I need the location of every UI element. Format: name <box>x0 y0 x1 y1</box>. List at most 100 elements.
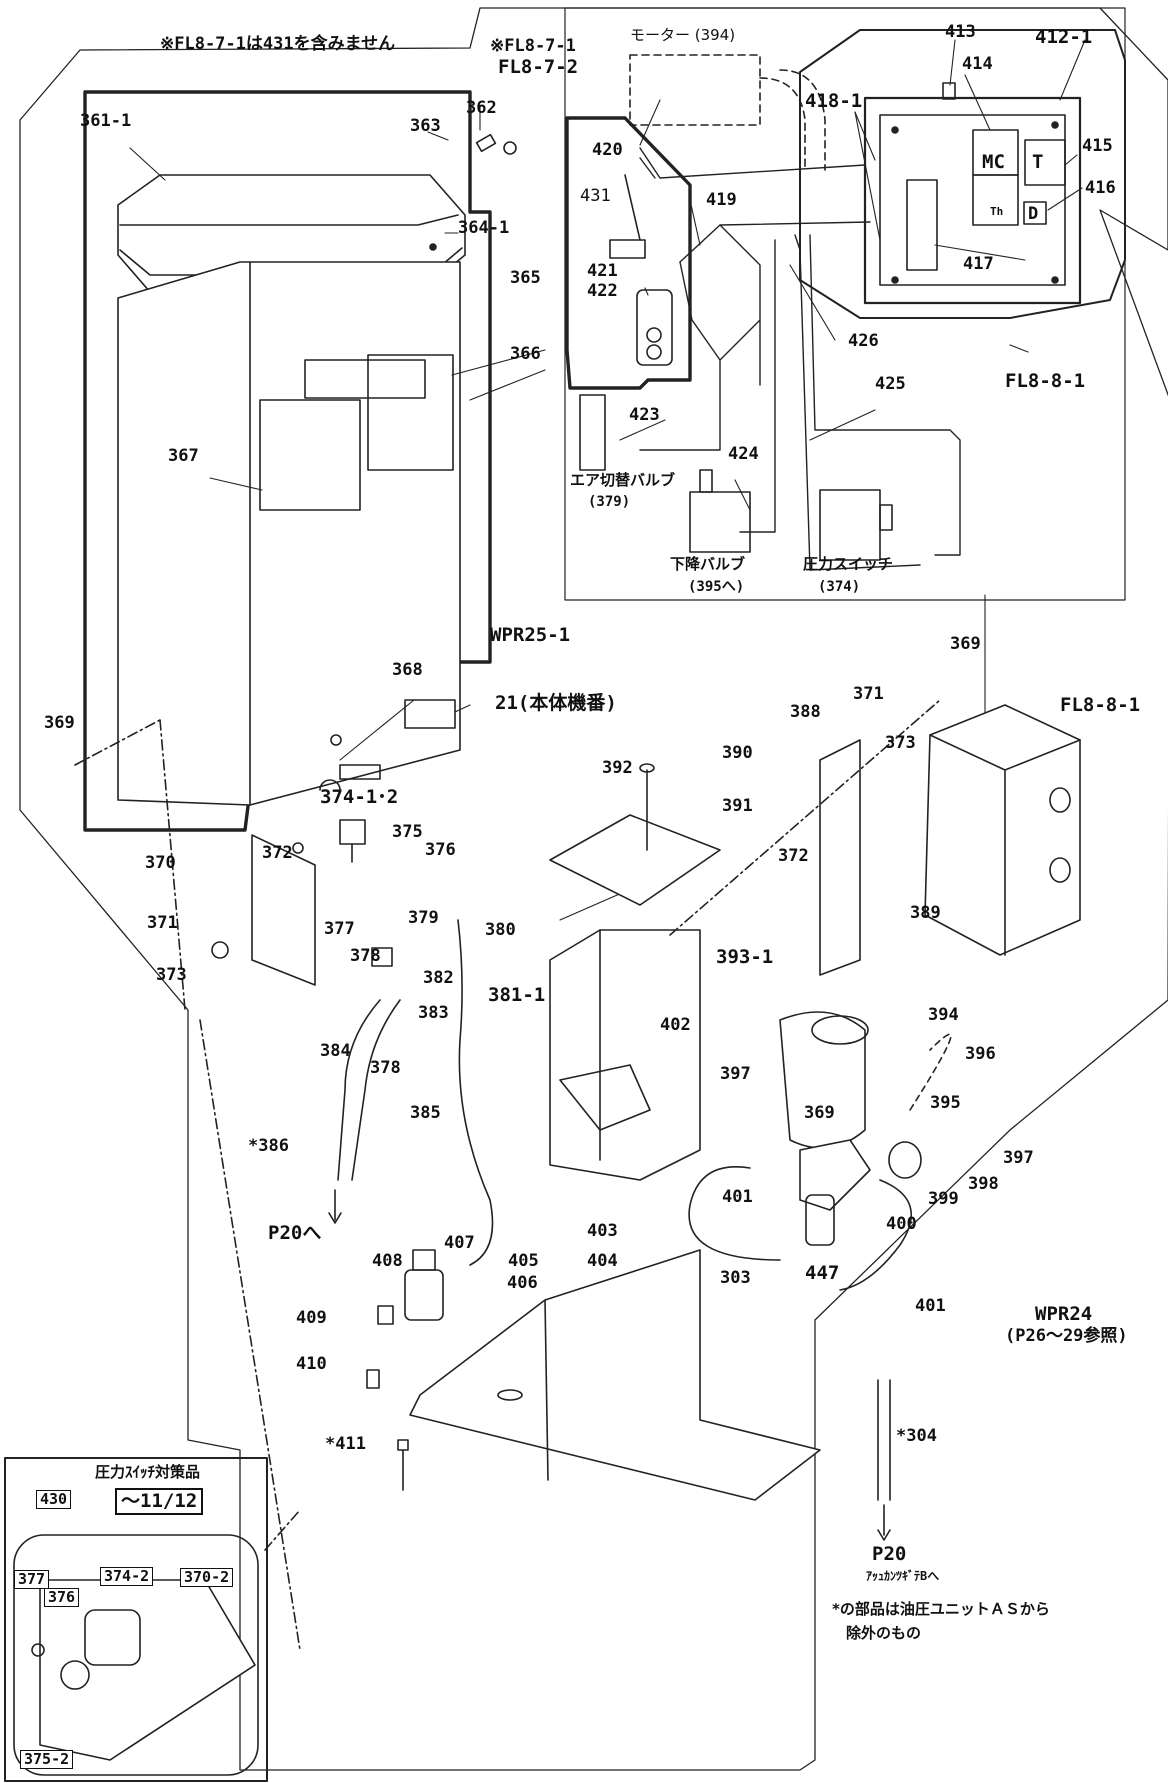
part-406: 406 <box>507 1273 538 1293</box>
part-369-left: 369 <box>44 713 75 733</box>
part-303: 303 <box>720 1268 751 1288</box>
p20-right-sub: ｱｯｭｶﾝﾂｷﾞﾃBへ <box>866 1569 940 1583</box>
control-box-group-outline <box>799 29 1126 319</box>
thermal-relay-label: Th <box>990 205 1004 218</box>
transformer-label: T <box>1032 151 1044 173</box>
inset-part-377: 377 <box>14 1570 50 1589</box>
part-395: 395 <box>930 1093 961 1113</box>
assembly-outline <box>19 7 1168 1771</box>
lid-screws <box>475 133 517 155</box>
part-377: 377 <box>324 919 355 939</box>
pressure-switch-ref: (374) <box>818 579 861 595</box>
part-397-a: 397 <box>720 1064 751 1084</box>
inset-part-430: 430 <box>36 1490 72 1509</box>
part-405: 405 <box>508 1251 539 1271</box>
part-401-b: 401 <box>915 1296 946 1316</box>
part-407: 407 <box>444 1233 475 1253</box>
part-394: 394 <box>928 1005 959 1025</box>
part-403: 403 <box>587 1221 618 1241</box>
part-424: 424 <box>728 444 759 464</box>
wpr24-label: WPR24 <box>1035 1303 1093 1325</box>
pendant-group-outline <box>565 116 692 390</box>
part-369-right: 369 <box>950 634 981 654</box>
part-365: 365 <box>510 268 541 288</box>
part-364-1: 364-1 <box>458 218 510 238</box>
part-379: 379 <box>408 908 439 928</box>
p20-right-destination: P20 <box>872 1543 907 1565</box>
part-414: 414 <box>962 54 993 74</box>
part-421: 421 <box>587 261 618 281</box>
part-371-left: 371 <box>147 913 178 933</box>
part-362: 362 <box>466 98 497 118</box>
part-380: 380 <box>485 920 516 940</box>
part-381-1: 381-1 <box>488 984 546 1006</box>
part-420: 420 <box>592 140 623 160</box>
wiring-cables <box>639 147 961 571</box>
part-392: 392 <box>602 758 633 778</box>
control-box-open <box>863 82 1082 305</box>
pendant-switch <box>609 174 673 366</box>
part-389: 389 <box>910 903 941 923</box>
part-383: 383 <box>418 1003 449 1023</box>
part-422: 422 <box>587 281 618 301</box>
group-label-fl871: ※FL8-7-1 <box>490 36 576 56</box>
part-410: 410 <box>296 1354 327 1374</box>
part-409: 409 <box>296 1308 327 1328</box>
part-367: 367 <box>168 446 199 466</box>
part-363: 363 <box>410 116 441 136</box>
part-388: 388 <box>790 702 821 722</box>
part-370: 370 <box>145 853 176 873</box>
part-419: 419 <box>706 190 737 210</box>
down-valve-label: 下降バルブ <box>670 555 746 573</box>
part-417: 417 <box>963 254 994 274</box>
excluded-note-line1: *の部品は油圧ユニットＡＳから <box>832 1600 1050 1618</box>
part-384: 384 <box>320 1041 351 1061</box>
part-373-left: 373 <box>156 965 187 985</box>
part-416: 416 <box>1085 178 1116 198</box>
leader-lines <box>129 39 1086 921</box>
pressure-switch-label: 圧力スイッチ <box>803 555 894 573</box>
part-399: 399 <box>928 1189 959 1209</box>
air-valve-ref: (379) <box>588 494 631 510</box>
note-excludes-431: ※FL8-7-1は431を含みません <box>160 34 396 54</box>
inset-part-374-2: 374-2 <box>100 1567 154 1586</box>
group-label-fl881-top: FL8-8-1 <box>1005 370 1086 392</box>
group-label-fl881: FL8-8-1 <box>1060 694 1141 716</box>
part-304: *304 <box>896 1426 937 1446</box>
wiring-components <box>579 394 893 561</box>
part-431: 431 <box>580 186 611 206</box>
part-413: 413 <box>945 22 976 42</box>
cabinet-body <box>117 261 461 806</box>
motor-outline <box>629 54 826 171</box>
part-396: 396 <box>965 1044 996 1064</box>
part-385: 385 <box>410 1103 441 1123</box>
part-425: 425 <box>875 374 906 394</box>
inset-frame <box>4 1457 268 1782</box>
part-408: 408 <box>372 1251 403 1271</box>
mc-contactor-label: MC <box>982 151 1005 173</box>
p20-left-destination: P20へ <box>268 1222 322 1244</box>
inset-part-370-2: 370-2 <box>180 1568 234 1587</box>
part-382: 382 <box>423 968 454 988</box>
inset-part-376: 376 <box>44 1588 80 1607</box>
part-404: 404 <box>587 1251 618 1271</box>
part-397-b: 397 <box>1003 1148 1034 1168</box>
wiring-frame <box>564 7 1126 601</box>
part-402: 402 <box>660 1015 691 1035</box>
inset-title: 圧力ｽｲｯﾁ対策品 <box>95 1463 201 1481</box>
part-373-right: 373 <box>885 733 916 753</box>
part-400: 400 <box>886 1214 917 1234</box>
part-371-right: 371 <box>853 684 884 704</box>
group-label-wpr251: WPR25-1 <box>490 624 571 646</box>
part-374-1-2: 374-1･2 <box>320 786 399 808</box>
part-415: 415 <box>1082 136 1113 156</box>
part-412-1: 412-1 <box>1035 26 1093 48</box>
part-401-a: 401 <box>722 1187 753 1207</box>
part-369-motor: 369 <box>804 1103 835 1123</box>
part-418-1: 418-1 <box>805 90 863 112</box>
part-411: *411 <box>325 1434 366 1454</box>
down-valve-ref: (395へ) <box>688 579 745 595</box>
part-391: 391 <box>722 796 753 816</box>
